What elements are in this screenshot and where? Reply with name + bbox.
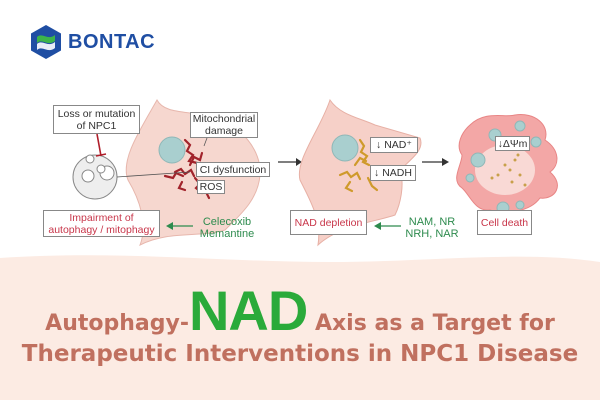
nad-plus-box: ↓ NAD⁺ [370,137,418,153]
cell-2 [298,98,422,247]
nucleus-1 [158,136,186,164]
drug-name: NRH, NAR [405,228,459,240]
cell-death-box: Cell death [477,210,532,235]
label-line: Impairment of [69,211,134,224]
drug-name: Memantine [199,228,255,240]
label-line: Mitochondrial [192,113,256,125]
label-line: autophagy / mitophagy [48,223,155,236]
label-line: damage [205,125,243,137]
title-part-1: Autophagy- [45,311,189,336]
membrane-potential-box: ↓ΔΨm [495,136,530,151]
ros-box: ROS [197,180,225,194]
logo-text: BONTAC [68,30,156,53]
nucleus-2 [331,134,359,162]
nadh-box: ↓ NADH [370,165,416,181]
title-part-2: Axis as a Target for [307,311,555,336]
label-line: Loss or mutation [57,107,136,120]
inhibition-arrow [95,133,107,157]
drug-name: NAM, NR [408,216,456,228]
ci-dysfunction-box: CI dysfunction [196,162,270,177]
label-line: of NPC1 [76,119,117,132]
fragmented-mitochondria [490,153,527,187]
bontac-logo: BONTAC [30,24,155,60]
title-line-2: Therapeutic Interventions in NPC1 Diseas… [21,341,579,367]
nad-depletion-box: NAD depletion [290,210,367,235]
title-highlight-nad: NAD [188,279,308,342]
mitochondria-yellow [338,138,379,193]
title-line-1: Autophagy-NAD Axis as a Target for [0,283,600,351]
bontac-hexagon-icon [31,25,61,59]
drug-name: Celecoxib [202,216,252,228]
